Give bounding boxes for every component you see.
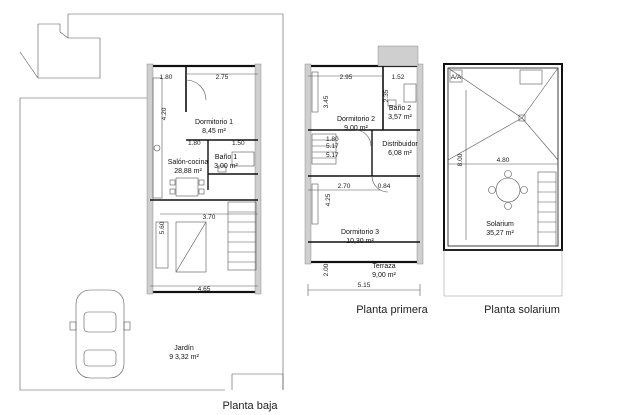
stairs-ground bbox=[227, 201, 257, 271]
sink-icon bbox=[153, 144, 161, 152]
wall-hatch-left bbox=[146, 63, 154, 295]
sofa bbox=[155, 221, 169, 269]
toilet-icon bbox=[217, 165, 227, 173]
dim-label: 1.52 bbox=[392, 74, 405, 81]
dim-label: 2.35 bbox=[383, 89, 390, 102]
dim-label: 2.95 bbox=[340, 74, 353, 81]
solarium-plan: A/A 4.80 8.00 Solarium 35,27 m² Pl bbox=[443, 63, 563, 316]
room-name-dormitorio-2: Dormitorio 2 bbox=[337, 116, 375, 123]
plot-boundary bbox=[68, 13, 284, 390]
room-area-solarium: 35,27 m² bbox=[486, 230, 514, 237]
caption-planta-primera: Planta primera bbox=[356, 304, 428, 316]
room-name-jardin: Jardín bbox=[174, 345, 194, 352]
house-outer-wall bbox=[148, 64, 260, 294]
room-name-distribuidor: Distribuidor bbox=[382, 141, 418, 148]
wardrobe bbox=[311, 183, 319, 225]
round-table bbox=[488, 170, 528, 210]
door-swing bbox=[185, 79, 207, 101]
dim-label: 5.15 bbox=[358, 282, 371, 289]
room-area-dormitorio-3: 10,30 m² bbox=[346, 238, 374, 245]
caption-planta-baja: Planta baja bbox=[222, 400, 278, 412]
chair-icon bbox=[198, 179, 205, 186]
caption-planta-solarium: Planta solarium bbox=[484, 304, 560, 316]
dim-label: 8.00 bbox=[457, 153, 464, 166]
drain-icon bbox=[518, 114, 526, 122]
dim-label: 2.70 bbox=[338, 183, 351, 190]
wall-hatch-left bbox=[304, 63, 312, 265]
wall-hatch-right bbox=[254, 63, 262, 295]
room-name-solarium: Solarium bbox=[486, 221, 514, 228]
room-area-jardin: 9 3,32 m² bbox=[169, 354, 199, 361]
dim-label: 5.60 bbox=[159, 221, 166, 234]
aa-tag: A/A bbox=[451, 74, 462, 81]
chair-icon bbox=[169, 188, 176, 195]
neighbour-outline bbox=[37, 23, 101, 79]
dim-label: 1.50 bbox=[232, 140, 245, 147]
dim-label: 0.84 bbox=[378, 183, 391, 190]
door-swing bbox=[371, 175, 389, 193]
stairs-solarium bbox=[537, 171, 557, 247]
room-area-dormitorio-2: 9,00 m² bbox=[344, 125, 368, 132]
dim-label: 4.80 bbox=[497, 157, 510, 164]
room-area-distribuidor: 6,08 m² bbox=[388, 150, 412, 157]
stair-box bbox=[519, 69, 543, 85]
solarium-inner-wall bbox=[447, 67, 559, 247]
dim-label: 4.20 bbox=[161, 107, 168, 120]
chair-icon bbox=[169, 179, 176, 186]
solarium-lower-outline bbox=[443, 249, 563, 297]
dim-label: 2.75 bbox=[216, 74, 229, 81]
gate-step bbox=[231, 373, 284, 390]
room-name-salon-cocina: Salón-cocina bbox=[168, 159, 209, 166]
room-area-bano-2: 3,57 m² bbox=[388, 114, 412, 121]
roof-line bbox=[521, 117, 559, 161]
room-name-bano-1: Baño 1 bbox=[215, 154, 237, 161]
dim-label: 3.45 bbox=[323, 95, 330, 108]
dim-label: 5.17 bbox=[326, 143, 339, 150]
stairs-first bbox=[311, 133, 337, 165]
car-icon bbox=[69, 289, 131, 379]
room-name-bano-2: Baño 2 bbox=[389, 105, 411, 112]
bathtub-icon bbox=[231, 151, 255, 167]
dim-label: 4.25 bbox=[325, 193, 332, 206]
toilet-icon bbox=[387, 99, 397, 107]
garden-boundary bbox=[19, 98, 225, 391]
patio-area bbox=[175, 221, 207, 273]
shower-icon bbox=[403, 83, 417, 103]
dim-label: 4.65 bbox=[198, 286, 211, 293]
dining-table bbox=[175, 177, 199, 197]
room-area-dormitorio-1: 8,45 m² bbox=[202, 128, 226, 135]
door-swing bbox=[354, 129, 372, 147]
room-name-dormitorio-3: Dormitorio 3 bbox=[341, 229, 379, 236]
aa-unit-icon bbox=[449, 69, 463, 83]
roof-line bbox=[447, 67, 523, 119]
first-floor-plan: 2.95 1.52 3.45 2.35 1.80 5.17 5.17 2.70 … bbox=[304, 45, 429, 316]
roof-line bbox=[447, 117, 523, 161]
dim-label: 5.17 bbox=[326, 152, 339, 159]
room-area-bano-1: 3,00 m² bbox=[214, 163, 238, 170]
room-name-dormitorio-1: Dormitorio 1 bbox=[195, 119, 233, 126]
dim-label: 1.80 bbox=[188, 140, 201, 147]
wardrobe bbox=[311, 71, 319, 113]
chair-icon bbox=[198, 188, 205, 195]
ground-floor-plan: 1.80 2.75 4.20 1.80 1.50 3.70 5.60 4.65 … bbox=[19, 13, 284, 412]
dim-label: 2.00 bbox=[323, 263, 330, 276]
dim-label: 1.80 bbox=[326, 136, 339, 143]
room-area-terraza: 9,00 m² bbox=[372, 272, 396, 279]
dim-label: 3.70 bbox=[203, 214, 216, 221]
wall-hatch-right bbox=[416, 63, 424, 265]
room-name-terraza: Terraza bbox=[372, 263, 395, 270]
roof-stair-box bbox=[377, 45, 419, 67]
room-area-salon-cocina: 28,88 m² bbox=[174, 168, 202, 175]
roof-line bbox=[521, 67, 559, 119]
kitchen-counter bbox=[152, 77, 163, 199]
neighbour-line bbox=[19, 51, 39, 79]
dim-label: 1.80 bbox=[160, 74, 173, 81]
